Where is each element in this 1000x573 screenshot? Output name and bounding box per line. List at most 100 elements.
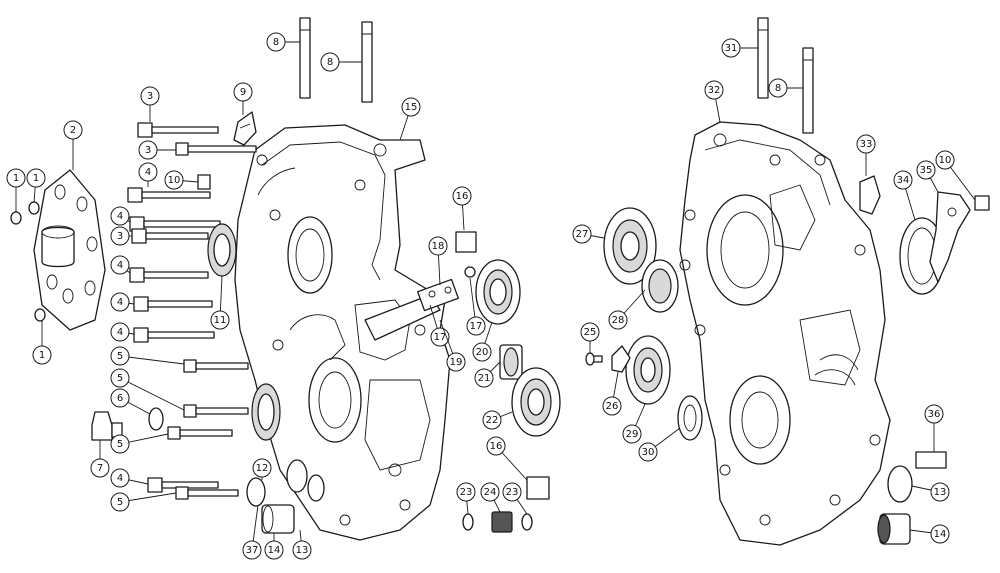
callout-circle: [6, 168, 26, 188]
callout-circle: [26, 168, 46, 188]
callout-circle: [466, 316, 486, 336]
callout-circle: [428, 236, 448, 256]
callout-circle: [452, 186, 472, 206]
callout-circle: [292, 540, 312, 560]
callout-label: 11: [214, 315, 227, 326]
callout-circle: [768, 78, 788, 98]
callout-label: 4: [117, 260, 123, 271]
callout-label: 8: [327, 57, 333, 68]
callout-circle: [110, 322, 130, 342]
callout-circle: [210, 310, 230, 330]
callout-label: 20: [476, 347, 489, 358]
callout-circle: [90, 458, 110, 478]
callout-label: 4: [117, 297, 123, 308]
callout-circle: [622, 424, 642, 444]
callout-circle: [110, 255, 130, 275]
callout-circle: [138, 140, 158, 160]
callout-label: 13: [934, 487, 947, 498]
callout-circle: [916, 160, 936, 180]
callout-label: 8: [273, 37, 279, 48]
callout-circle: [110, 388, 130, 408]
callout-label: 4: [117, 473, 123, 484]
callout-label: 3: [145, 145, 151, 156]
cover-plate: [10, 169, 106, 331]
callout-circle: [140, 86, 160, 106]
callout-circle: [893, 170, 913, 190]
callout-circle: [480, 482, 500, 502]
callout-label: 23: [460, 487, 473, 498]
cylinder-studs: [299, 17, 814, 134]
callout-circle: [110, 468, 130, 488]
callout-circle: [502, 482, 522, 502]
callout-label: 36: [928, 409, 941, 420]
callout-circle: [138, 162, 158, 182]
callout-circle: [233, 82, 253, 102]
callout-label: 26: [606, 401, 619, 412]
callout-label: 25: [584, 327, 597, 338]
callout-circle: [602, 396, 622, 416]
callout-circle: [638, 442, 658, 462]
callout-label: 1: [13, 173, 19, 184]
callout-circle: [32, 345, 52, 365]
callout-label: 23: [506, 487, 519, 498]
callout-label: 14: [268, 545, 281, 556]
callout-label: 3: [117, 231, 123, 242]
callout-label: 15: [405, 102, 418, 113]
callout-label: 2: [70, 125, 76, 136]
callout-label: 5: [117, 497, 123, 508]
callout-label: 5: [117, 351, 123, 362]
callout-leader: [119, 377, 185, 411]
callout-circle: [63, 120, 83, 140]
callout-circle: [930, 482, 950, 502]
right-bearings-parts: [585, 175, 990, 545]
callout-label: 8: [775, 83, 781, 94]
callout-circle: [110, 492, 130, 512]
callout-circle: [401, 97, 421, 117]
callout-circle: [110, 206, 130, 226]
callout-label: 4: [145, 167, 151, 178]
callout-label: 33: [860, 139, 873, 150]
callout-label: 16: [456, 191, 469, 202]
left-bearings-seals: [207, 223, 561, 534]
callout-circle: [482, 410, 502, 430]
callout-circle: [264, 540, 284, 560]
callout-label: 16: [490, 441, 503, 452]
callout-circle: [721, 38, 741, 58]
callout-label: 17: [434, 332, 447, 343]
callout-circle: [935, 150, 955, 170]
callout-label: 5: [117, 373, 123, 384]
callout-circle: [486, 436, 506, 456]
callout-label: 21: [478, 373, 491, 384]
callout-circle: [608, 310, 628, 330]
callout-circle: [110, 368, 130, 388]
callout-label: 14: [934, 529, 947, 540]
callout-circle: [446, 352, 466, 372]
callout-circle: [110, 292, 130, 312]
callout-circle: [572, 224, 592, 244]
callout-circle: [164, 170, 184, 190]
callout-circle: [320, 52, 340, 72]
callout-label: 10: [939, 155, 952, 166]
callout-label: 6: [117, 393, 123, 404]
callout-label: 4: [117, 211, 123, 222]
left-bolts: [91, 111, 257, 500]
callout-label: 9: [240, 87, 246, 98]
callout-circle: [110, 434, 130, 454]
callout-label: 18: [432, 241, 445, 252]
callout-label: 7: [97, 463, 103, 474]
callout-label: 31: [725, 43, 738, 54]
callout-label: 30: [642, 447, 655, 458]
callout-circle: [242, 540, 262, 560]
callout-label: 37: [246, 545, 259, 556]
callout-circle: [930, 524, 950, 544]
callout-circle: [474, 368, 494, 388]
callout-label: 19: [450, 357, 463, 368]
callout-label: 13: [296, 545, 309, 556]
callout-circle: [110, 346, 130, 366]
callout-label: 24: [484, 487, 497, 498]
callout-leader: [119, 355, 185, 365]
callout-circle: [110, 226, 130, 246]
left-crankcase-half: [234, 124, 459, 541]
